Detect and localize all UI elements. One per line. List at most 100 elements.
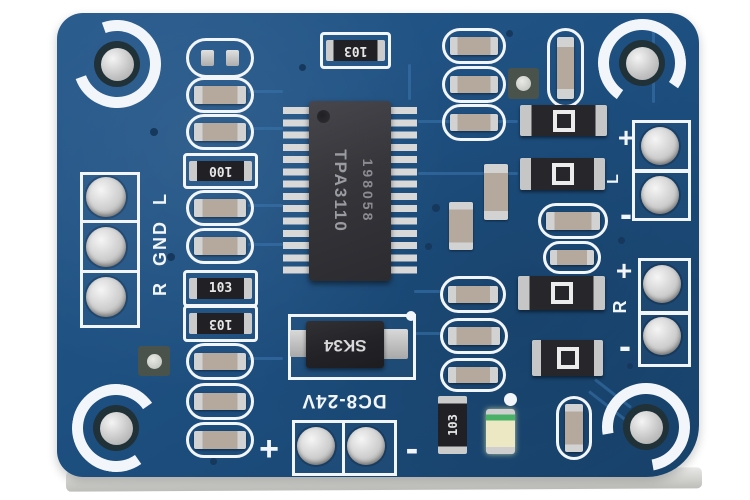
test-point [508,68,539,99]
diode-outline [288,314,416,380]
inductor-core [550,282,573,304]
copper-trace [408,64,411,100]
inductor [520,105,607,136]
capacitor [442,66,506,103]
copper-trace [248,243,283,246]
resistor-label: 103 [208,280,233,296]
via [506,30,513,37]
test-point-pad [516,76,531,91]
output-top-pad-minus [641,176,679,214]
power-led [486,409,515,454]
resistor-label: 103 [343,42,368,58]
capacitor [547,28,584,108]
capacitor [442,104,506,141]
output-bottom-channel-label: R [610,300,630,314]
plated-hole [100,47,134,81]
output-top-pad-plus [641,127,679,165]
capacitor [186,422,254,458]
power-minus-label: - [405,428,419,470]
capacitor-body [565,404,583,452]
via [150,128,158,136]
inductor [532,340,603,376]
inductor [518,276,605,310]
resistor: 103 [438,396,467,454]
audio-pad-gnd [86,227,126,267]
resistor-body: 103 [189,278,252,299]
capacitor [186,190,254,226]
silkscreen-dot [504,393,517,406]
mounting-hole [58,5,176,123]
copper-trace [248,204,283,207]
output-bottom-plus-label: + [615,255,633,286]
output-top-box-minus [632,169,691,221]
via [432,204,440,212]
via [627,363,633,369]
output-bottom-pad-minus [643,317,681,355]
capacitor [440,276,506,313]
capacitor-body [449,75,499,94]
via [425,243,432,250]
ic-pin1-dot [317,110,330,123]
silkscreen-dot [406,311,416,321]
ic-tpa3110 [309,101,391,281]
hole-ring [93,405,139,451]
capacitor-body [193,86,247,104]
output-top-channel-label: L [605,174,622,184]
test-point [138,346,170,376]
resistor: 103 [183,270,258,307]
ic-part-number: TPA3110 [331,149,350,233]
capacitor [186,383,254,420]
ic-pins-right [390,107,417,279]
capacitor [186,228,254,264]
capacitor [440,358,506,392]
capacitor [556,396,592,460]
ic-date-code: 198058 [360,158,376,224]
resistor-body: 103 [326,40,385,61]
capacitor-body [193,392,247,411]
capacitor [442,28,506,64]
connector-divider [80,270,140,273]
output-bottom-box-minus [638,311,691,367]
resistor-label: 103 [208,315,233,331]
capacitor-body [449,37,499,55]
capacitor-body [546,212,600,230]
diode-lead [380,329,408,359]
hole-ring [623,404,669,450]
inductor-core [551,163,574,185]
ic-pins-left [283,107,310,279]
power-pad-minus [347,427,385,465]
copper-trace [248,90,283,93]
copper-trace [248,357,283,360]
copper-trace [248,127,283,130]
audio-pad-r [86,277,126,317]
copper-trace [414,332,440,335]
capacitor [186,77,254,113]
via [299,64,306,71]
copper-trace [414,290,440,293]
capacitor-body [556,36,575,100]
plated-hole [629,410,663,444]
output-top-minus-label: - [620,193,632,234]
output-bottom-minus-label: - [619,325,631,366]
capacitor-body [193,123,247,141]
mounting-hole [65,377,167,479]
capacitor [186,114,254,150]
capacitor [538,203,608,239]
plated-hole [625,46,659,80]
test-point-pad [146,353,162,369]
capacitor-body [193,431,247,449]
mounting-hole [591,12,693,114]
capacitor-body [447,327,501,345]
resistor: 103 [183,305,258,342]
power-plus-label: + [259,430,279,468]
via [618,237,625,244]
capacitor [543,241,601,274]
power-voltage-label: DC8-24V [301,390,387,411]
output-top-plus-label: + [617,122,635,153]
via [210,458,217,465]
resistor-label: 103 [445,414,460,436]
diode-label: SK34 [323,335,367,355]
connector-divider [80,220,140,223]
capacitor-body [449,113,499,132]
capacitor-body [550,249,594,266]
